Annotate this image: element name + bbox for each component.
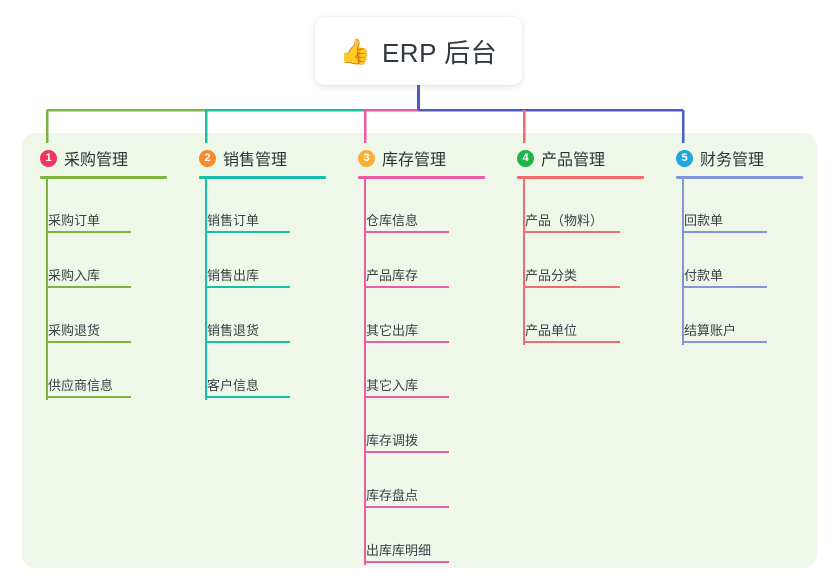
branch-item-label: 采购退货	[48, 323, 101, 338]
branch-item-rule	[364, 341, 449, 343]
branch-item-rule	[682, 286, 767, 288]
branch-title: 财务管理	[700, 152, 765, 169]
branch-stem	[205, 176, 207, 400]
branch-item-rule	[46, 231, 131, 233]
branch-stem	[682, 176, 684, 345]
branch-header-rule	[517, 176, 644, 179]
branch-item-label: 产品单位	[525, 323, 578, 338]
branch-title: 库存管理	[382, 152, 447, 169]
branch-item-rule	[523, 231, 620, 233]
branch-item-rule	[205, 396, 290, 398]
branch-column-2: 2 销售管理销售订单销售出库销售退货客户信息	[181, 133, 340, 568]
thumbs-up-icon: 👍	[339, 36, 371, 66]
branch-item-rule	[523, 286, 620, 288]
branch-header-3[interactable]: 3 库存管理	[358, 146, 446, 170]
branch-item-rule	[364, 561, 449, 563]
branch-item-rule	[682, 231, 767, 233]
branch-number-badge: 1	[40, 149, 57, 167]
branch-item-label: 产品（物料）	[525, 213, 604, 228]
root-node[interactable]: 👍 ERP 后台	[315, 17, 522, 85]
branch-item-rule	[364, 231, 449, 233]
branch-header-rule	[358, 176, 485, 179]
branch-columns: 1 采购管理采购订单采购入库采购退货供应商信息 2 销售管理销售订单销售出库销售退货客…	[22, 133, 817, 568]
branch-item-label: 其它入库	[366, 378, 419, 393]
branch-item-rule	[523, 341, 620, 343]
branch-title: 采购管理	[64, 152, 129, 169]
branch-item-rule	[46, 341, 131, 343]
branch-item-label: 销售出库	[207, 268, 260, 283]
branch-item-rule	[682, 341, 767, 343]
branch-item-rule	[364, 286, 449, 288]
branch-item-label: 其它出库	[366, 323, 419, 338]
branch-item-label: 结算账户	[684, 323, 737, 338]
branch-item-rule	[364, 396, 449, 398]
branch-item-label: 采购订单	[48, 213, 101, 228]
branch-item-rule	[364, 506, 449, 508]
branch-column-4: 4 产品管理产品（物料） 产品分类产品单位	[499, 133, 658, 568]
branch-item-rule	[205, 286, 290, 288]
branch-item-label: 产品库存	[366, 268, 419, 283]
branch-item-rule	[205, 231, 290, 233]
branch-item-rule	[205, 341, 290, 343]
branch-title: 销售管理	[223, 152, 288, 169]
branch-item-label: 出库库明细	[366, 543, 432, 558]
branch-header-rule	[676, 176, 803, 179]
branch-header-1[interactable]: 1 采购管理	[40, 146, 128, 170]
branch-item-label: 采购入库	[48, 268, 101, 283]
branch-number-badge: 2	[199, 149, 216, 167]
branch-item-label: 库存盘点	[366, 488, 419, 503]
root-node-content: 👍 ERP 后台	[340, 33, 497, 70]
branch-item-label: 付款单	[684, 268, 724, 283]
branch-item-label: 仓库信息	[366, 213, 419, 228]
branch-item-label: 销售退货	[207, 323, 260, 338]
branch-header-5[interactable]: 5 财务管理	[676, 146, 764, 170]
branch-column-3: 3 库存管理仓库信息产品库存其它出库其它入库库存调拨库存盘点出库库明细	[340, 133, 499, 568]
branch-stem	[364, 176, 366, 565]
branch-number-badge: 5	[676, 149, 693, 167]
branch-item-label: 回款单	[684, 213, 724, 228]
branch-item-label: 产品分类	[525, 268, 578, 283]
branch-header-rule	[40, 176, 167, 179]
branch-item-rule	[46, 286, 131, 288]
branch-stem	[46, 176, 48, 400]
branch-stem	[523, 176, 525, 345]
branch-item-label: 库存调拨	[366, 433, 419, 448]
root-title: ERP 后台	[381, 37, 498, 68]
branch-item-label: 客户信息	[207, 378, 260, 393]
branch-column-5: 5 财务管理回款单付款单结算账户	[658, 133, 817, 568]
content-panel	[22, 133, 817, 568]
branch-item-label: 供应商信息	[48, 378, 114, 393]
branch-header-rule	[199, 176, 326, 179]
branch-header-2[interactable]: 2 销售管理	[199, 146, 287, 170]
branch-header-4[interactable]: 4 产品管理	[517, 146, 605, 170]
branch-column-1: 1 采购管理采购订单采购入库采购退货供应商信息	[22, 133, 181, 568]
branch-item-label: 销售订单	[207, 213, 260, 228]
branch-title: 产品管理	[541, 152, 606, 169]
branch-number-badge: 4	[517, 149, 534, 167]
branch-item-rule	[364, 451, 449, 453]
branch-item-rule	[46, 396, 131, 398]
branch-number-badge: 3	[358, 149, 375, 167]
